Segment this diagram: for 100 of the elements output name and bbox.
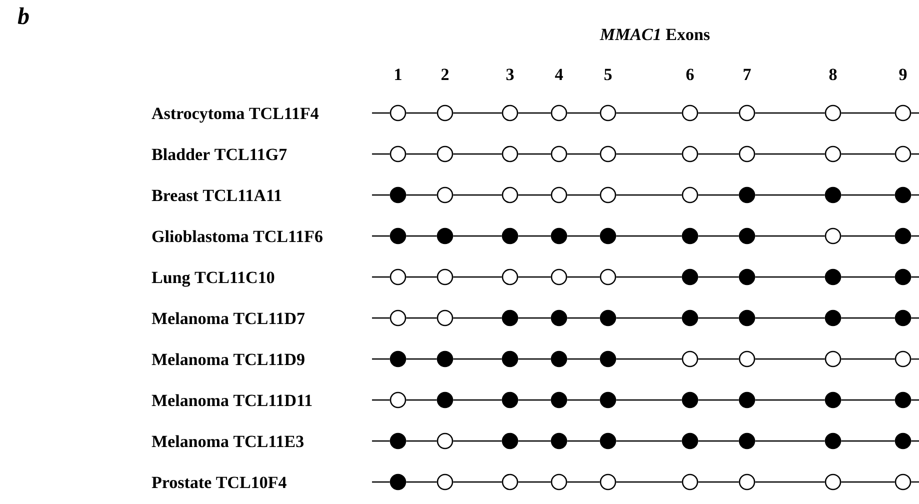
filled-circle (682, 432, 698, 450)
connector-line (698, 317, 739, 319)
open-circle (390, 392, 406, 408)
filled-circle (824, 392, 842, 408)
connector-line (406, 235, 437, 237)
connector-line (518, 358, 551, 360)
connector-line (911, 112, 919, 114)
open-circle (550, 104, 568, 122)
connector-line (698, 153, 739, 155)
open-circle (824, 104, 842, 122)
open-circle (390, 310, 406, 326)
open-circle (436, 474, 454, 490)
connector-line (841, 317, 895, 319)
open-circle (502, 474, 518, 490)
connector-line (911, 276, 919, 278)
connector-line (453, 317, 502, 319)
connector-line (453, 112, 502, 114)
open-circle (390, 146, 406, 162)
connector-line (755, 194, 825, 196)
open-circle (824, 228, 842, 244)
connector-line (406, 276, 437, 278)
filled-circle (550, 310, 568, 326)
connector-line (567, 194, 600, 196)
connector-line (698, 194, 739, 196)
filled-circle (436, 350, 454, 368)
filled-circle (502, 392, 518, 408)
open-circle (738, 104, 756, 122)
open-circle (894, 146, 912, 162)
connector-line (841, 276, 895, 278)
open-circle (894, 474, 912, 490)
connector-line (518, 440, 551, 442)
connector-line (841, 112, 895, 114)
connector-line (616, 276, 682, 278)
connector-line (698, 440, 739, 442)
connector-line (567, 112, 600, 114)
open-circle (738, 474, 756, 490)
connector-line (406, 112, 437, 114)
row-label: Prostate TCL10F4 (152, 476, 286, 488)
connector-line (453, 194, 502, 196)
filled-circle (502, 228, 518, 244)
connector-line (841, 481, 895, 483)
connector-line (518, 194, 551, 196)
filled-circle (436, 228, 454, 244)
open-circle (502, 104, 518, 122)
connector-line (567, 235, 600, 237)
filled-circle (682, 268, 698, 286)
exon-number: 7 (744, 68, 751, 80)
filled-circle (824, 268, 842, 286)
connector-line (567, 399, 600, 401)
exon-number: 4 (555, 68, 563, 80)
connector-line (567, 440, 600, 442)
filled-circle (824, 186, 842, 204)
connector-line (616, 440, 682, 442)
connector-line (406, 153, 437, 155)
filled-circle (600, 392, 616, 408)
open-circle (682, 186, 698, 204)
open-circle (738, 146, 756, 162)
open-circle (600, 474, 616, 490)
connector-line (911, 440, 919, 442)
connector-line (616, 317, 682, 319)
connector-line (911, 317, 919, 319)
open-circle (436, 432, 454, 450)
filled-circle (738, 310, 756, 326)
filled-circle (502, 310, 518, 326)
filled-circle (502, 350, 518, 368)
connector-line (698, 112, 739, 114)
open-circle (436, 268, 454, 286)
exon-number: 5 (604, 68, 612, 80)
connector-line (755, 235, 825, 237)
filled-circle (682, 228, 698, 244)
filled-circle (390, 186, 406, 204)
filled-circle (502, 432, 518, 450)
connector-line (841, 235, 895, 237)
filled-circle (682, 310, 698, 326)
open-circle (502, 146, 518, 162)
filled-circle (600, 350, 616, 368)
connector-line (372, 112, 390, 114)
connector-line (616, 153, 682, 155)
open-circle (550, 268, 568, 286)
filled-circle (390, 228, 406, 244)
filled-circle (738, 186, 756, 204)
filled-circle (894, 228, 912, 244)
filled-circle (894, 268, 912, 286)
filled-circle (894, 432, 912, 450)
open-circle (600, 104, 616, 122)
connector-line (698, 235, 739, 237)
row-label: Astrocytoma TCL11F4 (152, 108, 319, 123)
connector-line (372, 317, 390, 319)
connector-line (518, 399, 551, 401)
connector-line (453, 153, 502, 155)
row-label: Melanoma TCL11D9 (152, 353, 304, 366)
connector-line (755, 440, 825, 442)
connector-line (755, 112, 825, 114)
filled-circle (600, 228, 616, 244)
filled-circle (390, 474, 406, 490)
open-circle (502, 186, 518, 204)
filled-circle (894, 392, 912, 408)
open-circle (824, 146, 842, 162)
connector-line (698, 358, 739, 360)
connector-line (698, 399, 739, 401)
